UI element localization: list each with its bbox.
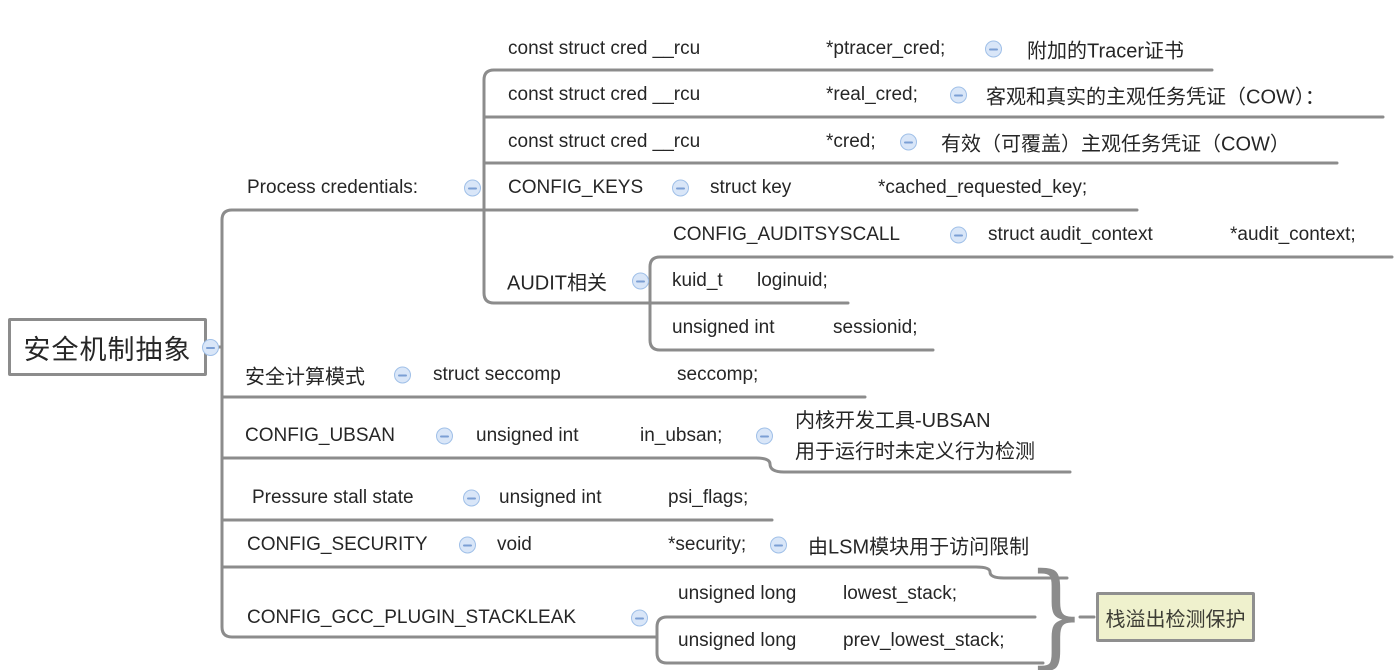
topic-row-stackleak: CONFIG_GCC_PLUGIN_STACKLEAK — [0, 604, 1400, 632]
topic-kuid-t[interactable]: kuid_t — [672, 270, 723, 291]
topic-in-ubsan[interactable]: in_ubsan; — [640, 425, 723, 446]
topic-config-auditsyscall[interactable]: CONFIG_AUDITSYSCALL — [673, 224, 900, 245]
topic-row-ubsan: CONFIG_UBSAN unsigned int in_ubsan; — [0, 422, 1400, 450]
topic-row-cred: const struct cred __rcu *cred; 有效（可覆盖）主观… — [0, 128, 1400, 156]
topic-row-audit-related: AUDIT相关 kuid_t loginuid; — [0, 267, 1400, 295]
topic-struct-key[interactable]: struct key — [710, 177, 792, 198]
collapse-icon[interactable] — [950, 226, 967, 244]
topic-audit-context-var[interactable]: *audit_context; — [1230, 224, 1356, 245]
collapse-icon[interactable] — [202, 339, 219, 356]
topic-row-psi: Pressure stall state unsigned int psi_fl… — [0, 484, 1400, 512]
topic-cached-requested-key[interactable]: *cached_requested_key; — [878, 177, 1088, 198]
topic-seccomp-mode[interactable]: 安全计算模式 — [245, 366, 365, 389]
topic-process-credentials[interactable]: Process credentials: — [247, 177, 419, 198]
topic-row-real-cred: const struct cred __rcu *real_cred; 客观和真… — [0, 81, 1400, 109]
topic-row-process-credentials: Process credentials: CONFIG_KEYS struct … — [0, 174, 1400, 202]
collapse-icon[interactable] — [459, 536, 476, 554]
topic-psi-flags[interactable]: psi_flags; — [668, 487, 749, 508]
topic-row-lowest-stack: unsigned long lowest_stack; — [0, 580, 1400, 608]
collapse-icon[interactable] — [950, 86, 967, 104]
topic-struct-seccomp[interactable]: struct seccomp — [433, 364, 561, 385]
topic-unsigned-int[interactable]: unsigned int — [672, 317, 775, 338]
topic-prev-lowest-stack[interactable]: prev_lowest_stack; — [843, 630, 1005, 651]
note-cred[interactable]: 有效（可覆盖）主观任务凭证（COW） — [941, 133, 1290, 156]
note-ptracer[interactable]: 附加的Tracer证书 — [1027, 40, 1185, 63]
root-topic[interactable]: 安全机制抽象 — [8, 318, 207, 376]
topic-struct-audit-context[interactable]: struct audit_context — [988, 224, 1153, 245]
topic-pressure-stall[interactable]: Pressure stall state — [252, 487, 414, 508]
collapse-icon[interactable] — [900, 133, 917, 151]
connector-security — [220, 565, 1069, 580]
topic-cred[interactable]: *cred; — [826, 131, 876, 152]
connector-proc-cred-children — [482, 68, 1214, 305]
topic-row-ptracer: const struct cred __rcu *ptracer_cred; 附… — [0, 35, 1400, 63]
brace-glyph: } — [1026, 550, 1087, 670]
topic-config-keys[interactable]: CONFIG_KEYS — [508, 177, 644, 198]
topic-cred-type[interactable]: const struct cred __rcu — [508, 84, 701, 105]
topic-unsigned-int[interactable]: unsigned int — [476, 425, 579, 446]
topic-row-seccomp: 安全计算模式 struct seccomp seccomp; — [0, 361, 1400, 389]
collapse-icon[interactable] — [632, 272, 649, 290]
connector-audit-children — [648, 255, 1394, 352]
collapse-icon[interactable] — [463, 489, 480, 507]
callout-stackleak[interactable]: 栈溢出检测保护 — [1096, 592, 1255, 642]
note-real-cred[interactable]: 客观和真实的主观任务凭证（COW）： — [986, 86, 1325, 109]
topic-real-cred[interactable]: *real_cred; — [826, 84, 918, 105]
topic-cred-type[interactable]: const struct cred __rcu — [508, 131, 701, 152]
connector-spine-level1 — [220, 208, 1139, 639]
topic-ptracer-cred[interactable]: *ptracer_cred; — [826, 38, 946, 59]
topic-config-security[interactable]: CONFIG_SECURITY — [247, 534, 428, 555]
topic-cred-type[interactable]: const struct cred __rcu — [508, 38, 701, 59]
collapse-icon[interactable] — [672, 179, 689, 197]
note-ubsan-line1: 内核开发工具-UBSAN — [795, 410, 991, 432]
collapse-icon[interactable] — [770, 536, 787, 554]
topic-lowest-stack[interactable]: lowest_stack; — [843, 583, 958, 604]
topic-seccomp-var[interactable]: seccomp; — [677, 364, 759, 385]
topic-unsigned-long[interactable]: unsigned long — [678, 630, 797, 651]
topic-unsigned-int[interactable]: unsigned int — [499, 487, 602, 508]
callout-stackleak-label: 栈溢出检测保护 — [1105, 608, 1246, 631]
note-ubsan[interactable]: 内核开发工具-UBSAN 用于运行时未定义行为检测 — [795, 406, 1035, 468]
collapse-icon[interactable] — [394, 366, 411, 384]
connector-ubsan — [220, 456, 1072, 474]
topic-row-sessionid: unsigned int sessionid; — [0, 314, 1400, 342]
collapse-icon[interactable] — [436, 427, 453, 445]
connector-stackleak-children — [655, 615, 1045, 665]
topic-sessionid[interactable]: sessionid; — [833, 317, 918, 338]
note-ubsan-line2: 用于运行时未定义行为检测 — [795, 441, 1035, 463]
note-security[interactable]: 由LSM模块用于访问限制 — [808, 536, 1030, 559]
collapse-icon[interactable] — [756, 427, 773, 445]
topic-config-ubsan[interactable]: CONFIG_UBSAN — [245, 425, 395, 446]
topic-loginuid[interactable]: loginuid; — [757, 270, 828, 291]
topic-row-prev-lowest-stack: unsigned long prev_lowest_stack; — [0, 627, 1400, 655]
root-topic-label: 安全机制抽象 — [23, 334, 192, 365]
topic-row-auditsyscall: CONFIG_AUDITSYSCALL struct audit_context… — [0, 221, 1400, 249]
topic-config-stackleak[interactable]: CONFIG_GCC_PLUGIN_STACKLEAK — [247, 607, 577, 628]
topic-security-var[interactable]: *security; — [668, 534, 747, 555]
collapse-icon[interactable] — [631, 609, 648, 627]
topic-unsigned-long[interactable]: unsigned long — [678, 583, 797, 604]
collapse-icon[interactable] — [464, 179, 481, 197]
topic-audit-related[interactable]: AUDIT相关 — [507, 272, 607, 295]
topic-row-security: CONFIG_SECURITY void *security; 由LSM模块用于… — [0, 531, 1400, 559]
topic-void-type[interactable]: void — [497, 534, 532, 555]
collapse-icon[interactable] — [985, 40, 1002, 58]
